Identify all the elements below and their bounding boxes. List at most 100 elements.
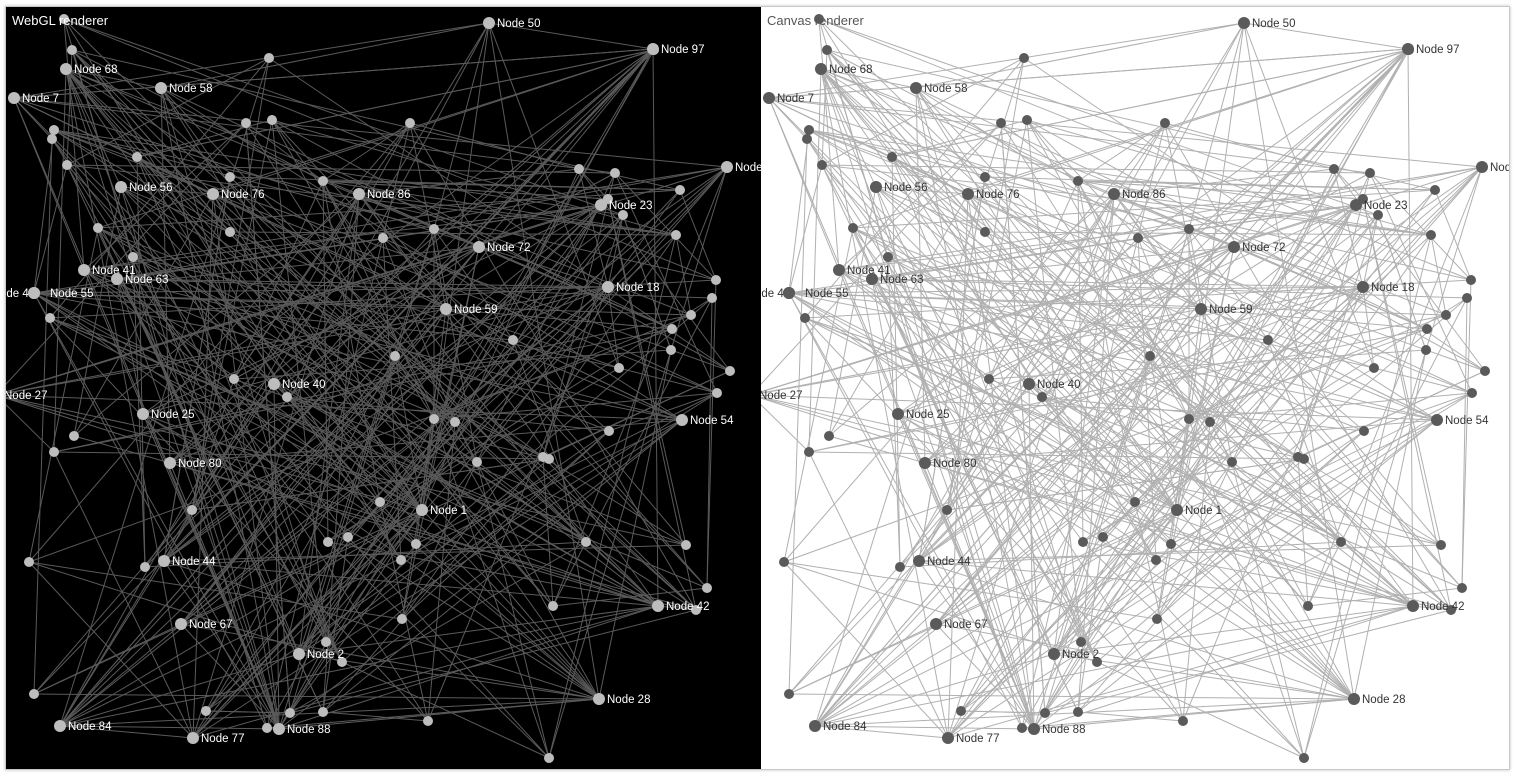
graph-edge [59, 509, 423, 727]
graph-edge [6, 308, 447, 394]
graph-node-n59 [440, 303, 452, 315]
graph-node [411, 539, 421, 549]
graph-node-n59 [1195, 303, 1207, 315]
graph-edge [63, 18, 402, 561]
graph-edge [6, 396, 687, 546]
graph-edge [552, 166, 728, 607]
graph-edge [322, 419, 683, 713]
graph-edge [1041, 22, 1245, 398]
graph-edge [1028, 383, 1414, 607]
graph-edge [1307, 166, 1483, 607]
graph-edge [814, 166, 1483, 727]
graph-edge [358, 193, 659, 607]
graph-edge [421, 22, 490, 511]
graph-edge [433, 228, 478, 463]
graph-edge [947, 286, 1364, 739]
graph-edge [804, 317, 1342, 543]
graph-edge [163, 560, 600, 700]
graph-edge [1363, 392, 1473, 432]
graph-edge [838, 204, 1357, 271]
graph-node-n7 [763, 92, 775, 104]
graph-edge [820, 68, 1309, 607]
graph-edge [821, 164, 1079, 713]
graph-edge [180, 48, 654, 625]
graph-edge [1434, 189, 1472, 281]
graph-edge [578, 168, 609, 200]
graph-node [581, 537, 591, 547]
node-label-n27: Node 27 [6, 390, 47, 402]
node-label-n42: Node 42 [666, 601, 709, 613]
node-label-n88: Node 88 [1042, 724, 1085, 736]
graph-edge [1333, 168, 1364, 200]
graph-edge [73, 193, 360, 437]
graph-edge [1182, 286, 1364, 722]
graph-node [140, 562, 150, 572]
graph-node [24, 557, 34, 567]
graph-node-n84 [54, 720, 66, 732]
graph-edge [1188, 392, 1473, 420]
graph-edge [924, 237, 1139, 464]
graph-edge [960, 509, 1178, 712]
node-label-n68: Node 68 [74, 64, 117, 76]
node-label-n58: Node 58 [924, 83, 967, 95]
graph-edge [33, 292, 659, 607]
graph-node-n77 [942, 732, 954, 744]
graph-node [802, 134, 812, 144]
graph-edge [229, 231, 677, 236]
graph-node [707, 293, 717, 303]
graph-edge [73, 186, 122, 437]
graph-edge [783, 328, 1428, 563]
graph-edge [1425, 166, 1483, 351]
graph-node [1421, 345, 1431, 355]
node-label-n86: Node 86 [367, 189, 410, 201]
graph-edge [83, 269, 600, 700]
graph-edge [382, 237, 610, 432]
graph-edge [1170, 392, 1473, 545]
node-label-n77: Node 77 [956, 733, 999, 745]
graph-node [423, 716, 433, 726]
graph-node [472, 457, 482, 467]
graph-edge [814, 246, 1235, 727]
graph-node [574, 164, 584, 174]
graph-edge [871, 278, 1468, 299]
graph-edge [65, 68, 554, 607]
graph-node [375, 497, 385, 507]
graph-edge [169, 246, 480, 464]
graph-edge [768, 97, 840, 271]
graph-edge [1033, 48, 1409, 730]
graph-edge [488, 22, 600, 700]
graph-edge [988, 122, 1166, 380]
graph-edge [1102, 189, 1436, 538]
graph-edge [1026, 119, 1432, 236]
graph-edge [1362, 198, 1442, 546]
graph-edge [1053, 297, 1468, 655]
graph-node-n67 [175, 618, 187, 630]
graph-node [824, 431, 834, 441]
graph-edge [409, 122, 697, 611]
graph-edge [83, 204, 602, 271]
graph-edge [1164, 122, 1335, 170]
graph-edge [820, 68, 917, 89]
graph-node-n88 [1028, 723, 1040, 735]
graph-edge [1188, 418, 1305, 759]
graph-node [1359, 426, 1369, 436]
graph-edge [814, 419, 1438, 727]
graph-node [681, 540, 691, 550]
graph-edge [401, 172, 616, 620]
graph-edge [1297, 456, 1442, 546]
graph-node-n42 [652, 600, 664, 612]
graph-edge [286, 396, 687, 546]
graph-edge [788, 292, 1414, 607]
graph-edge [960, 214, 1379, 712]
graph-edge [1156, 430, 1365, 620]
graph-node [544, 753, 554, 763]
graph-edge [28, 328, 673, 563]
graph-node [405, 118, 415, 128]
graph-edge [1188, 228, 1269, 341]
graph-edge [409, 122, 580, 170]
graph-edge [51, 138, 349, 538]
